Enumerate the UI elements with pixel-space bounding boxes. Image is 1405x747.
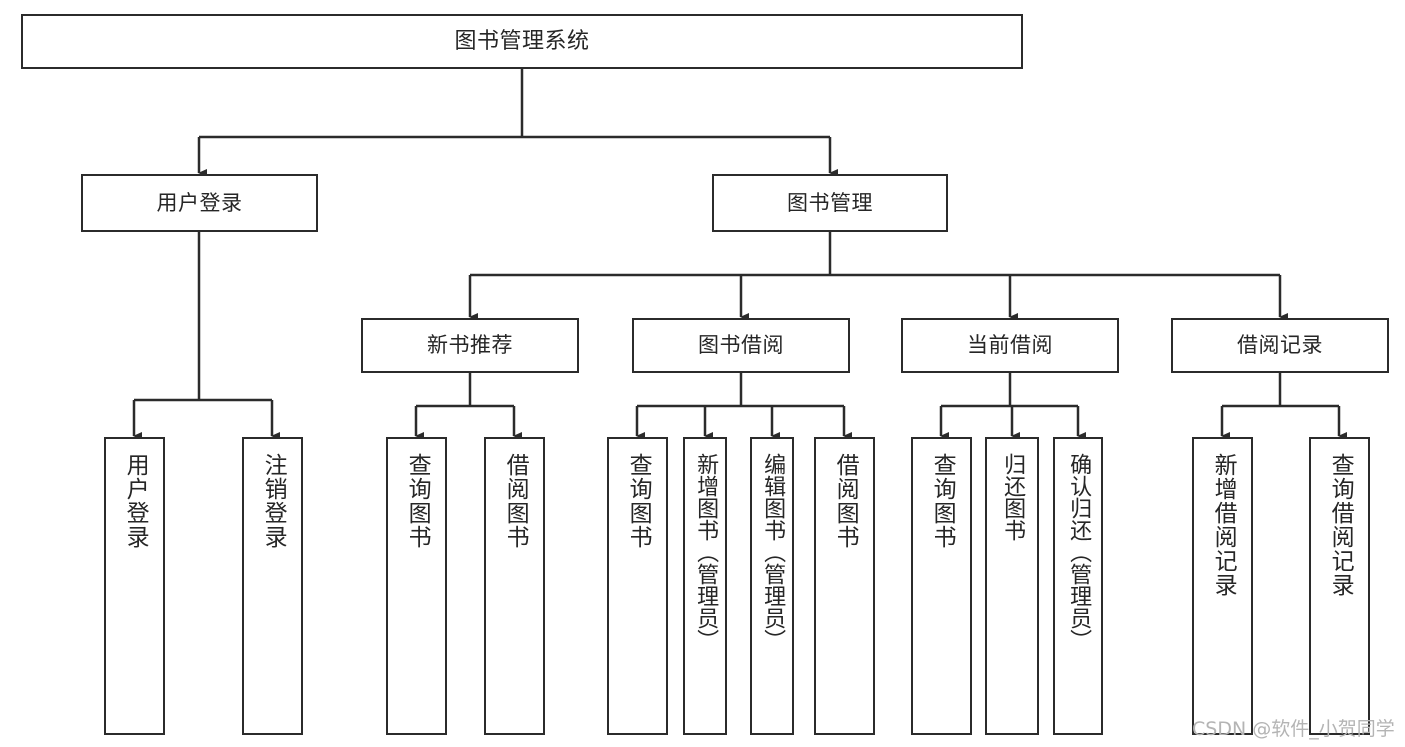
connector-lines — [132, 69, 1347, 440]
node-borrow-record[interactable]: 借阅记录 — [1171, 318, 1389, 373]
node-label-borrow-record: 借阅记录 — [1237, 333, 1323, 358]
node-label-user-login: 用户登录 — [156, 190, 243, 215]
node-label-leaf-add-borrow-record: 新增借阅记录 — [1210, 453, 1237, 597]
node-label-book-manage: 图书管理 — [787, 190, 873, 215]
node-leaf-logout[interactable]: 注销登录 — [242, 437, 303, 735]
node-label-current-borrow: 当前借阅 — [967, 333, 1053, 358]
node-label-leaf-query-book-cur: 查询图书 — [929, 453, 956, 549]
node-leaf-edit-book[interactable]: 编辑图书（管理员） — [750, 437, 794, 735]
node-leaf-query-borrow-record[interactable]: 查询借阅记录 — [1309, 437, 1370, 735]
node-label-leaf-confirm-return: 确认归还（管理员） — [1066, 453, 1092, 651]
node-label-new-book-rec: 新书推荐 — [427, 333, 513, 358]
node-label-root: 图书管理系统 — [454, 28, 590, 54]
node-label-leaf-query-book-rec: 查询图书 — [404, 453, 431, 549]
node-book-manage[interactable]: 图书管理 — [712, 174, 948, 232]
node-root[interactable]: 图书管理系统 — [21, 14, 1023, 69]
node-label-leaf-add-book: 新增图书（管理员） — [693, 453, 719, 651]
node-label-leaf-return-book: 归还图书 — [1000, 453, 1026, 541]
node-leaf-borrow-book-rec[interactable]: 借阅图书 — [484, 437, 545, 735]
node-leaf-add-book[interactable]: 新增图书（管理员） — [683, 437, 727, 735]
node-leaf-borrow-book[interactable]: 借阅图书 — [814, 437, 875, 735]
node-label-leaf-query-book-borrow: 查询图书 — [625, 453, 652, 549]
node-leaf-user-login[interactable]: 用户登录 — [104, 437, 165, 735]
node-label-leaf-user-login: 用户登录 — [122, 453, 149, 549]
node-label-leaf-query-borrow-record: 查询借阅记录 — [1327, 453, 1354, 597]
node-label-book-borrow: 图书借阅 — [698, 333, 784, 358]
node-label-leaf-borrow-book: 借阅图书 — [832, 453, 859, 549]
node-label-leaf-borrow-book-rec: 借阅图书 — [502, 453, 529, 549]
node-current-borrow[interactable]: 当前借阅 — [901, 318, 1119, 373]
node-leaf-return-book[interactable]: 归还图书 — [985, 437, 1039, 735]
node-label-leaf-logout: 注销登录 — [260, 453, 287, 549]
node-label-leaf-edit-book: 编辑图书（管理员） — [760, 453, 786, 651]
node-leaf-query-book-borrow[interactable]: 查询图书 — [607, 437, 668, 735]
node-new-book-rec[interactable]: 新书推荐 — [361, 318, 579, 373]
node-leaf-add-borrow-record[interactable]: 新增借阅记录 — [1192, 437, 1253, 735]
node-leaf-query-book-cur[interactable]: 查询图书 — [911, 437, 972, 735]
node-book-borrow[interactable]: 图书借阅 — [632, 318, 850, 373]
node-user-login[interactable]: 用户登录 — [81, 174, 318, 232]
node-leaf-query-book-rec[interactable]: 查询图书 — [386, 437, 447, 735]
node-leaf-confirm-return[interactable]: 确认归还（管理员） — [1053, 437, 1103, 735]
